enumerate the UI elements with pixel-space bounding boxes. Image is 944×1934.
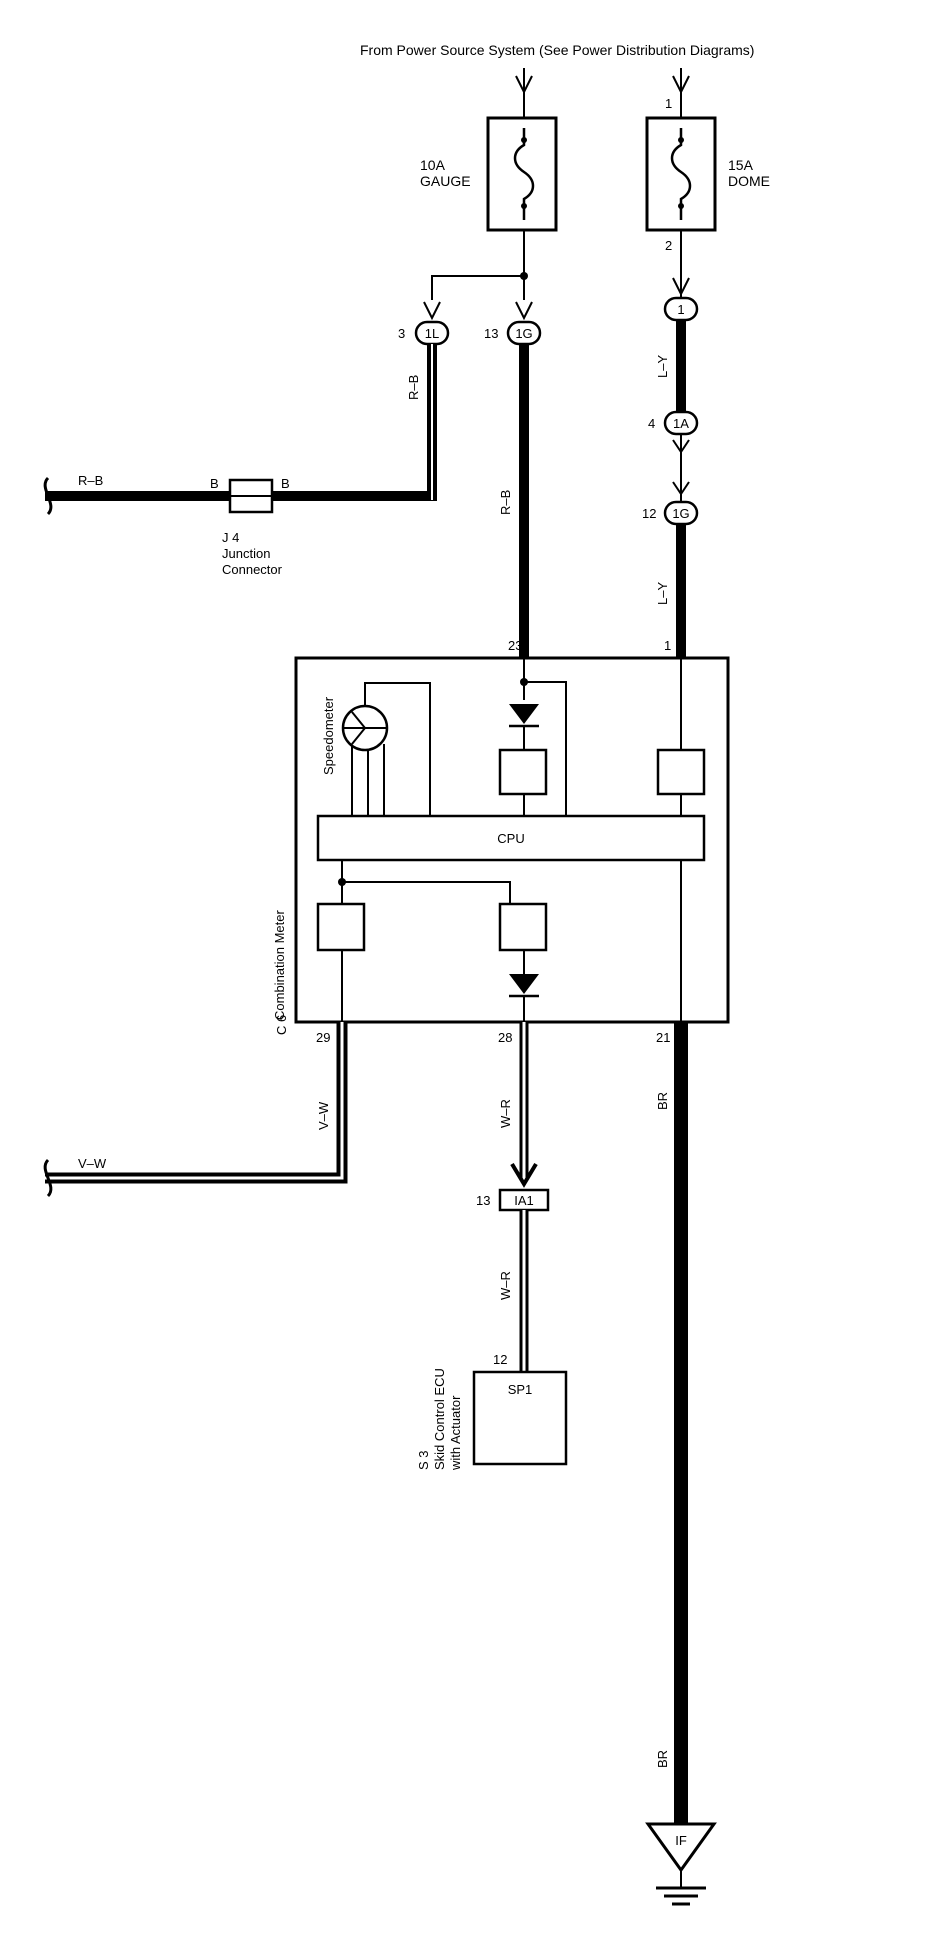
- junction-connector-j4: B B J 4 Junction Connector: [210, 476, 290, 577]
- wire-wr-label-2: W–R: [498, 1271, 513, 1300]
- connector-1G-top-label: 1G: [515, 326, 532, 341]
- junction-id: J 4: [222, 530, 239, 545]
- wire-1A-1G: [672, 434, 690, 502]
- connector-1G-mid: 1G 12: [642, 500, 699, 526]
- wire-wr-label-1: W–R: [498, 1099, 513, 1128]
- meter-pin-1: 1: [664, 638, 671, 653]
- connector-1A: 1A 4: [648, 410, 699, 436]
- ground-if: IF: [645, 1822, 717, 1906]
- wire-wr-lower: W–R: [498, 1210, 529, 1372]
- connector-1L: 1L 3: [398, 320, 450, 346]
- wire-rb-label-3: R–B: [498, 490, 513, 515]
- meter-pin-21: 21: [656, 1030, 670, 1045]
- meter-id: C 6: [274, 1015, 289, 1035]
- junction-pin-left: B: [210, 476, 219, 491]
- dome-branch: [672, 230, 690, 300]
- meter-pin-29: 29: [316, 1030, 330, 1045]
- fuse-dome-pin-out: 2: [665, 238, 672, 253]
- wire-vw: V–W V–W: [43, 1022, 348, 1198]
- wire-wr-upper: W–R: [498, 1022, 538, 1188]
- wire-br-label-2: BR: [655, 1750, 670, 1768]
- wire-ly-label-1: L–Y: [655, 355, 670, 378]
- connector-1-label: 1: [677, 302, 684, 317]
- ecu-line1: Skid Control ECU: [432, 1368, 447, 1470]
- wire-vw-label-2: V–W: [78, 1156, 107, 1171]
- fuse-gauge: 10A GAUGE: [420, 116, 558, 232]
- wire-ly-upper: L–Y: [655, 320, 686, 412]
- connector-1L-label: 1L: [425, 326, 439, 341]
- connector-IA1-label: IA1: [514, 1193, 534, 1208]
- fuse-dome-name: DOME: [728, 173, 770, 189]
- ecu-id: S 3: [416, 1450, 431, 1470]
- connector-1L-pin: 3: [398, 326, 405, 341]
- wire-rb-main: R–B: [498, 344, 529, 658]
- connector-1G-mid-label: 1G: [672, 506, 689, 521]
- connector-IA1-pin: 13: [476, 1193, 490, 1208]
- connector-1G-mid-pin: 12: [642, 506, 656, 521]
- connector-1A-label: 1A: [673, 416, 689, 431]
- connector-1G-top: 1G 13: [484, 320, 542, 346]
- junction-line2: Connector: [222, 562, 283, 577]
- wire-br: BR BR: [655, 1022, 688, 1824]
- cpu-label: CPU: [497, 831, 524, 846]
- connector-1: 1: [663, 296, 699, 322]
- connector-1G-top-pin: 13: [484, 326, 498, 341]
- meter-name: Combination Meter: [272, 910, 287, 1020]
- wire-vw-label-1: V–W: [316, 1101, 331, 1130]
- junction-line1: Junction: [222, 546, 270, 561]
- ecu-line2: with Actuator: [448, 1395, 463, 1471]
- gauge-branch: [423, 230, 533, 321]
- wire-rb-label-1: R–B: [406, 375, 421, 400]
- skid-control-ecu: SP1 12 S 3 Skid Control ECU with Actuato…: [416, 1352, 568, 1471]
- fuse-dome-pin-in: 1: [665, 96, 672, 111]
- ground-label: IF: [675, 1833, 687, 1848]
- meter-pin-23: 23: [508, 638, 522, 653]
- wire-ly-label-2: L–Y: [655, 582, 670, 605]
- wire-rb-label-2: R–B: [78, 473, 103, 488]
- fuse-dome: 15A DOME 1 2: [645, 96, 770, 253]
- fuse-dome-rating: 15A: [728, 157, 754, 173]
- header-title: From Power Source System (See Power Dist…: [360, 42, 754, 58]
- speedometer-label: Speedometer: [321, 696, 336, 775]
- fuse-gauge-name: GAUGE: [420, 173, 471, 189]
- connector-IA1: IA1 13: [476, 1188, 550, 1212]
- combination-meter: 23 1 CPU Speedometer: [272, 638, 730, 1045]
- power-input-arrows: [515, 68, 690, 118]
- ecu-terminal: SP1: [508, 1382, 533, 1397]
- ecu-pin: 12: [493, 1352, 507, 1367]
- junction-pin-right: B: [281, 476, 290, 491]
- wire-ly-lower: L–Y: [655, 524, 686, 658]
- fuse-gauge-rating: 10A: [420, 157, 446, 173]
- wire-br-label-1: BR: [655, 1092, 670, 1110]
- meter-pin-28: 28: [498, 1030, 512, 1045]
- connector-1A-pin: 4: [648, 416, 655, 431]
